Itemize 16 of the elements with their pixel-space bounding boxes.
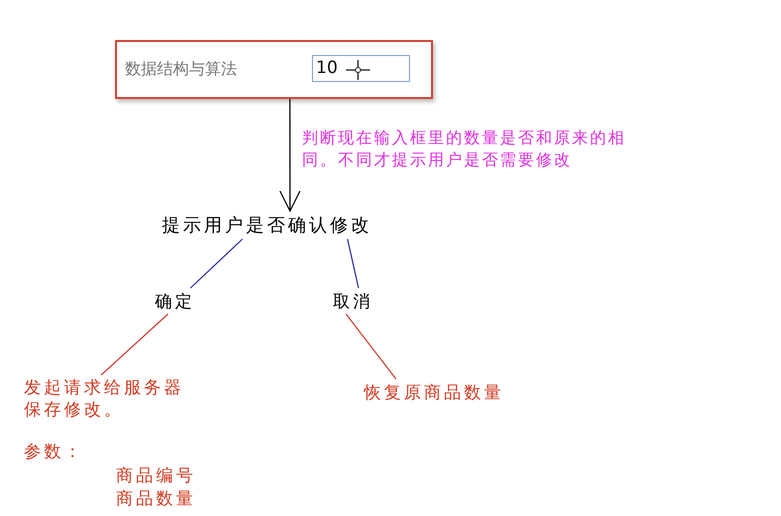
connector-line <box>346 314 396 380</box>
prompt-text: 提示用户是否确认修改 <box>162 214 372 237</box>
parameter-text: 商品编号 <box>116 465 196 487</box>
arrow <box>279 99 301 212</box>
connector-line <box>346 238 360 288</box>
connector-line <box>190 238 243 288</box>
action-text: 发起请求给服务器保存修改。 <box>24 377 185 421</box>
parameter-text: 商品数量 <box>116 488 196 510</box>
form-panel <box>115 40 433 99</box>
note-heading: 参数： <box>24 441 84 463</box>
connector-line <box>100 314 168 376</box>
action-text: 恢复原商品数量 <box>364 382 504 404</box>
input-field: 10 <box>312 55 410 82</box>
field-label: 数据结构与算法 <box>125 59 237 80</box>
choice-text: 取消 <box>333 291 373 313</box>
choice-text: 确定 <box>155 291 195 313</box>
